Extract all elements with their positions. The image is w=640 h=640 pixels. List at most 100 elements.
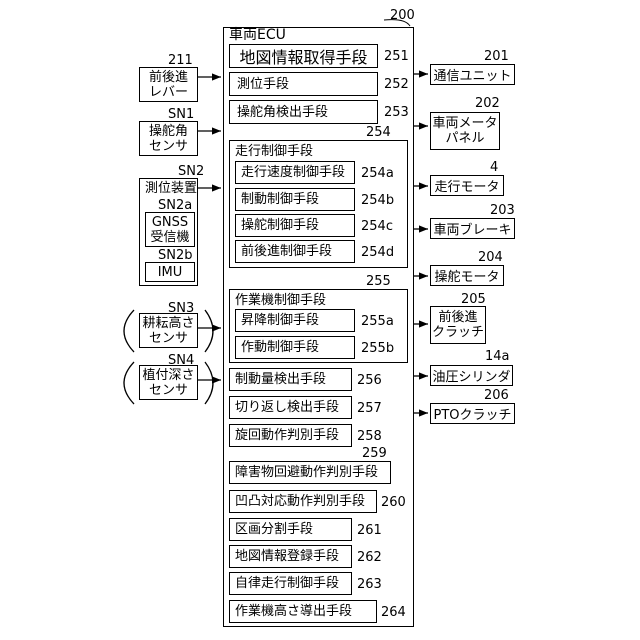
input-gnss-receiver: GNSS 受信機 [145, 212, 195, 247]
input-tilling-height-sensor: 耕耘高さ センサ [139, 313, 198, 348]
module-257: 切り返し検出手段 [229, 396, 352, 419]
module-254d-label: 前後進制御手段 [241, 244, 332, 259]
module-254d-ref: 254d [361, 245, 394, 260]
module-261-label: 区画分割手段 [235, 522, 313, 537]
input-lever-ref: 211 [168, 53, 193, 68]
output-brake-label: 車両ブレーキ [433, 219, 511, 238]
module-259-ref: 259 [362, 446, 387, 461]
module-255-ref: 255 [366, 274, 391, 289]
module-255a-label: 昇降制御手段 [241, 313, 319, 328]
module-258-ref: 258 [357, 429, 382, 444]
output-cyl-label: 油圧シリンダ [432, 366, 510, 385]
input-steer-sensor: 操舵角 センサ [139, 121, 198, 156]
module-257-label: 切り返し検出手段 [235, 400, 339, 415]
output-comm-ref: 201 [484, 49, 509, 64]
module-255-label: 作業機制御手段 [235, 293, 326, 308]
module-264-label: 作業機高さ導出手段 [235, 604, 352, 619]
module-254c: 操舵制御手段 [235, 214, 355, 237]
output-brake-ref: 203 [490, 203, 515, 218]
module-256-ref: 256 [357, 373, 382, 388]
module-251: 地図情報取得手段 [229, 44, 378, 68]
input-lever-label: 前後進 レバー [149, 70, 188, 100]
module-259: 障害物回避動作判別手段 [229, 461, 391, 484]
output-pto-clutch: PTOクラッチ [430, 403, 515, 424]
output-clutch-ref: 205 [461, 292, 486, 307]
module-254c-ref: 254c [361, 219, 393, 234]
module-257-ref: 257 [357, 401, 382, 416]
bracket-sn4-left [124, 362, 134, 404]
input-pos-ref: SN2 [178, 164, 204, 179]
input-imu: IMU [145, 262, 195, 282]
input-gnss-ref: SN2a [158, 198, 192, 213]
output-cyl-ref: 14a [485, 349, 510, 364]
module-263: 自律走行制御手段 [229, 572, 352, 595]
module-254d: 前後進制御手段 [235, 240, 355, 263]
ecu-title: 車両ECU [229, 28, 286, 43]
input-pos-label: 測位装置 [145, 181, 197, 196]
module-254b-ref: 254b [361, 193, 394, 208]
output-travel-motor: 走行モータ [430, 175, 504, 196]
module-258: 旋回動作判別手段 [229, 424, 352, 447]
output-pto-ref: 206 [484, 388, 509, 403]
output-motor-ref: 4 [490, 160, 498, 175]
output-meter-ref: 202 [475, 96, 500, 111]
ecu-ref: 200 [390, 8, 415, 23]
output-steer-motor: 操舵モータ [430, 265, 504, 286]
output-comm-unit: 通信ユニット [430, 64, 515, 85]
input-gnss-label: GNSS 受信機 [150, 215, 189, 245]
module-254-label: 走行制御手段 [235, 144, 313, 159]
module-255a-ref: 255a [361, 314, 394, 329]
input-imu-ref: SN2b [158, 248, 193, 263]
output-meter-panel: 車両メータ パネル [430, 112, 500, 150]
module-260: 凹凸対応動作判別手段 [229, 490, 377, 513]
output-brake: 車両ブレーキ [430, 218, 515, 239]
module-262-ref: 262 [357, 550, 382, 565]
module-254c-label: 操舵制御手段 [241, 218, 319, 233]
module-253-ref: 253 [384, 105, 409, 120]
module-261: 区画分割手段 [229, 518, 352, 541]
module-256-label: 制動量検出手段 [235, 372, 326, 387]
output-comm-label: 通信ユニット [433, 65, 511, 84]
module-254-ref: 254 [366, 125, 391, 140]
output-steer-motor-ref: 204 [478, 250, 503, 265]
module-255a: 昇降制御手段 [235, 309, 355, 332]
module-262-label: 地図情報登録手段 [235, 549, 339, 564]
module-263-ref: 263 [357, 577, 382, 592]
output-motor-label: 走行モータ [434, 176, 499, 195]
module-255b: 作動制御手段 [235, 336, 355, 359]
input-lever: 前後進 レバー [139, 67, 198, 102]
module-255b-label: 作動制御手段 [241, 340, 319, 355]
module-258-label: 旋回動作判別手段 [235, 428, 339, 443]
module-254a: 走行速度制御手段 [235, 161, 355, 184]
module-254a-label: 走行速度制御手段 [241, 165, 345, 180]
output-steer-motor-label: 操舵モータ [434, 266, 499, 285]
input-till-label: 耕耘高さ センサ [142, 316, 194, 346]
output-fwd-rev-clutch: 前後進 クラッチ [430, 306, 486, 344]
module-252-label: 測位手段 [237, 77, 289, 92]
input-imu-label: IMU [158, 265, 183, 280]
module-255b-ref: 255b [361, 341, 394, 356]
module-263-label: 自律走行制御手段 [235, 576, 339, 591]
module-260-ref: 260 [381, 495, 406, 510]
module-254b-label: 制動制御手段 [241, 192, 319, 207]
output-hydraulic-cylinder: 油圧シリンダ [430, 365, 513, 386]
input-steer-ref: SN1 [168, 107, 194, 122]
output-clutch-label: 前後進 クラッチ [432, 310, 484, 340]
module-252-ref: 252 [384, 77, 409, 92]
bracket-sn3-left [124, 310, 134, 352]
input-plant-label: 植付深さ センサ [142, 368, 194, 398]
module-260-label: 凹凸対応動作判別手段 [235, 494, 365, 509]
module-262: 地図情報登録手段 [229, 545, 352, 568]
bracket-sn3-right [205, 310, 213, 352]
output-meter-label: 車両メータ パネル [432, 116, 497, 146]
module-251-ref: 251 [384, 49, 409, 64]
module-261-ref: 261 [357, 523, 382, 538]
module-259-label: 障害物回避動作判別手段 [235, 465, 378, 480]
module-252: 測位手段 [229, 72, 378, 96]
module-264: 作業機高さ導出手段 [229, 600, 377, 623]
module-254b: 制動制御手段 [235, 188, 355, 211]
module-254a-ref: 254a [361, 166, 394, 181]
module-256: 制動量検出手段 [229, 368, 352, 391]
module-253-label: 操舵角検出手段 [237, 105, 328, 120]
